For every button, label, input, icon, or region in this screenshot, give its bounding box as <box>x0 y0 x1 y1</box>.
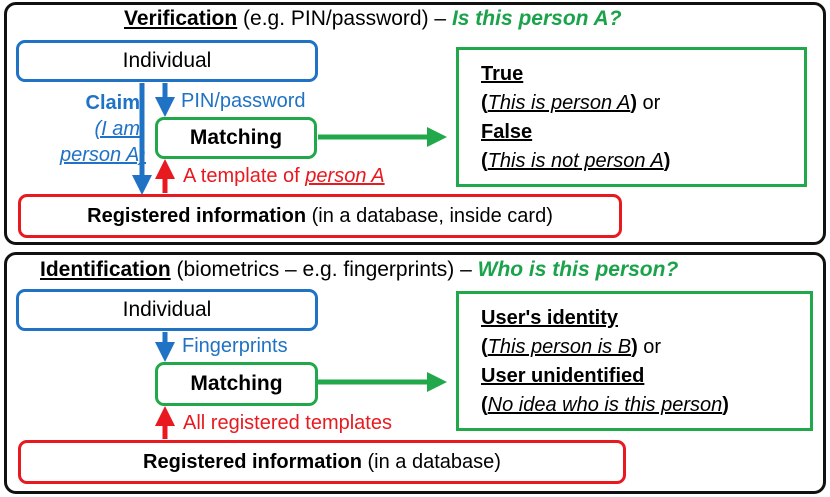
verification-matching-box: Matching <box>155 117 317 159</box>
claim-line-1: (I am <box>94 118 140 140</box>
result-identity: User's identity <box>481 307 619 329</box>
claim-title: Claim <box>85 92 140 114</box>
verification-title: Verification (e.g. PIN/password) – Is th… <box>124 7 622 31</box>
result-or-2: or <box>637 336 662 358</box>
identification-title-main: Identification <box>40 258 171 281</box>
verification-registered-detail: (in a database, inside card) <box>306 204 553 227</box>
identification-title-question: Who is this person? <box>477 258 679 281</box>
identification-individual-label: Individual <box>122 298 212 321</box>
identification-template-label: All registered templates <box>183 412 392 434</box>
verification-claim: Claim (I am person A) <box>60 90 146 168</box>
verification-individual-box: Individual <box>16 40 318 82</box>
verification-template-label: A template of person A <box>183 165 385 188</box>
result-true: True <box>481 63 524 85</box>
result-unidentified-detail: No idea who is this person <box>487 394 723 416</box>
template-person: person A <box>305 165 385 187</box>
verification-title-detail: (e.g. PIN/password) – <box>237 7 452 30</box>
identification-matching-box: Matching <box>155 362 318 406</box>
verification-title-question: Is this person A? <box>451 7 622 30</box>
verification-input-label: PIN/password <box>181 90 306 112</box>
verification-matching-label: Matching <box>189 126 283 149</box>
claim-line-2: person A) <box>60 144 146 166</box>
result-true-detail: This is person A <box>487 92 631 114</box>
verification-title-main: Verification <box>124 7 238 30</box>
identification-matching-label: Matching <box>190 372 283 395</box>
identification-result-box: User's identity (This person is B) or Us… <box>456 291 813 431</box>
identification-input-label: Fingerprints <box>182 335 288 357</box>
identification-registered-detail: (in a database) <box>361 450 501 473</box>
verification-registered-box: Registered information (in a database, i… <box>18 194 622 238</box>
result-false-detail: This is not person A <box>487 150 664 172</box>
verification-result-box: True (This is person A) or False (This i… <box>456 47 807 187</box>
result-unidentified: User unidentified <box>481 365 645 387</box>
verification-individual-label: Individual <box>122 49 212 72</box>
identification-individual-box: Individual <box>16 289 318 331</box>
template-prefix: A template of <box>183 165 306 187</box>
result-or: or <box>637 92 661 114</box>
identification-title-detail: (biometrics – e.g. fingerprints) – <box>170 258 478 281</box>
identification-registered-main: Registered information <box>143 450 362 473</box>
identification-registered-box: Registered information (in a database) <box>18 440 626 484</box>
identification-title: Identification (biometrics – e.g. finger… <box>40 258 678 282</box>
result-false: False <box>481 121 533 143</box>
result-identity-detail: This person is B <box>487 336 632 358</box>
verification-registered-main: Registered information <box>87 204 307 227</box>
